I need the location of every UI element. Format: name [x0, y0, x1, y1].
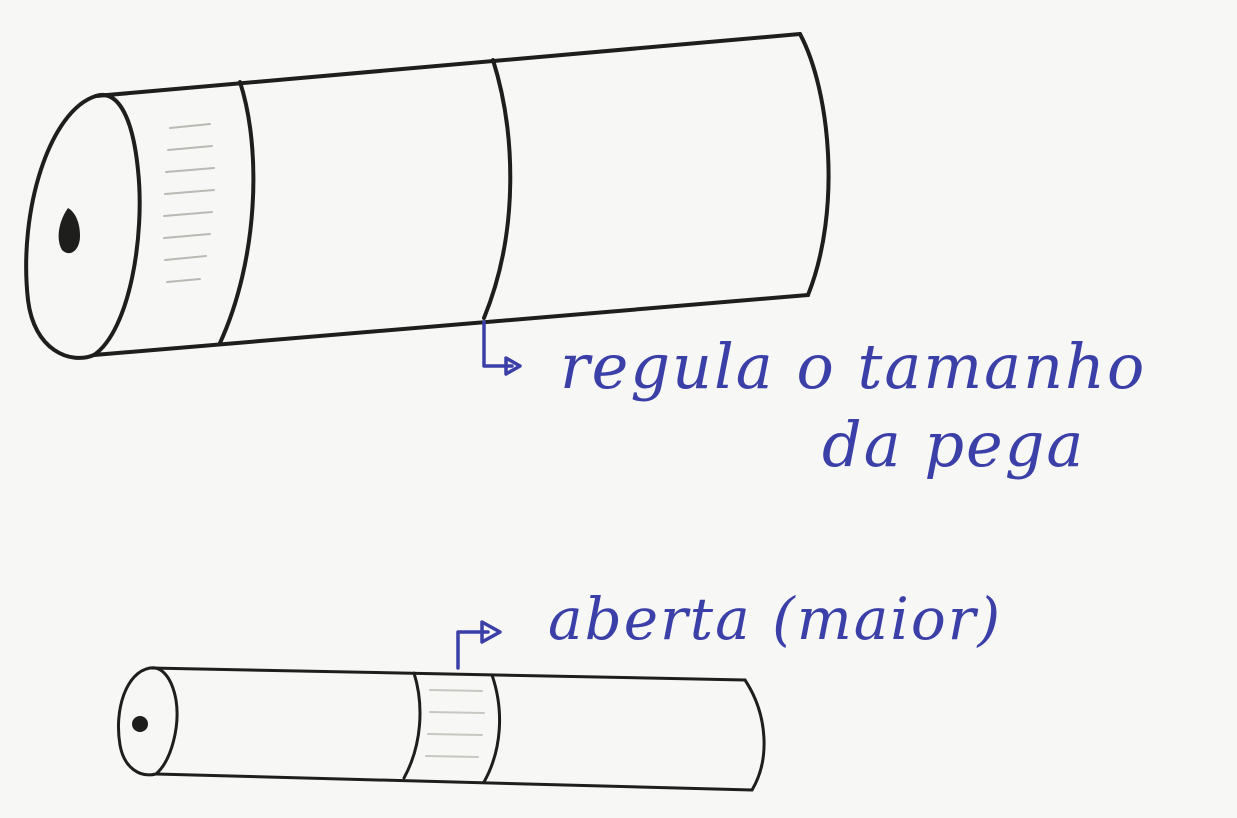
annotation-top-line-1: regula o tamanho	[560, 330, 1147, 403]
small-cylinder-top-edge	[148, 666, 747, 682]
large-cylinder-bottom-edge	[92, 293, 810, 357]
small-cylinder-bottom-edge	[154, 772, 754, 792]
large-cylinder-band-line-2	[482, 58, 513, 320]
large-cylinder-hole	[58, 208, 80, 254]
annotation-bottom: aberta (maior)	[548, 585, 1003, 653]
annotation-top-line-2: da pega	[822, 408, 1086, 481]
small-cylinder-band-line-2	[482, 673, 501, 784]
small-cylinder-band-line-1	[402, 671, 422, 780]
large-cylinder-end-cap	[24, 93, 142, 360]
small-cylinder-right-end	[743, 678, 766, 792]
large-cylinder	[24, 32, 831, 360]
large-cylinder-band-line-1	[218, 80, 256, 345]
small-cylinder-texture	[425, 689, 485, 758]
large-cylinder-grip-texture	[163, 123, 215, 283]
arrow-bottom	[456, 620, 502, 670]
small-cylinder	[117, 666, 766, 792]
large-cylinder-top-edge	[94, 32, 802, 98]
small-cylinder-end-cap	[117, 666, 179, 777]
large-cylinder-right-end	[798, 32, 831, 297]
small-cylinder-hole	[132, 716, 148, 732]
arrow-top	[482, 320, 522, 376]
